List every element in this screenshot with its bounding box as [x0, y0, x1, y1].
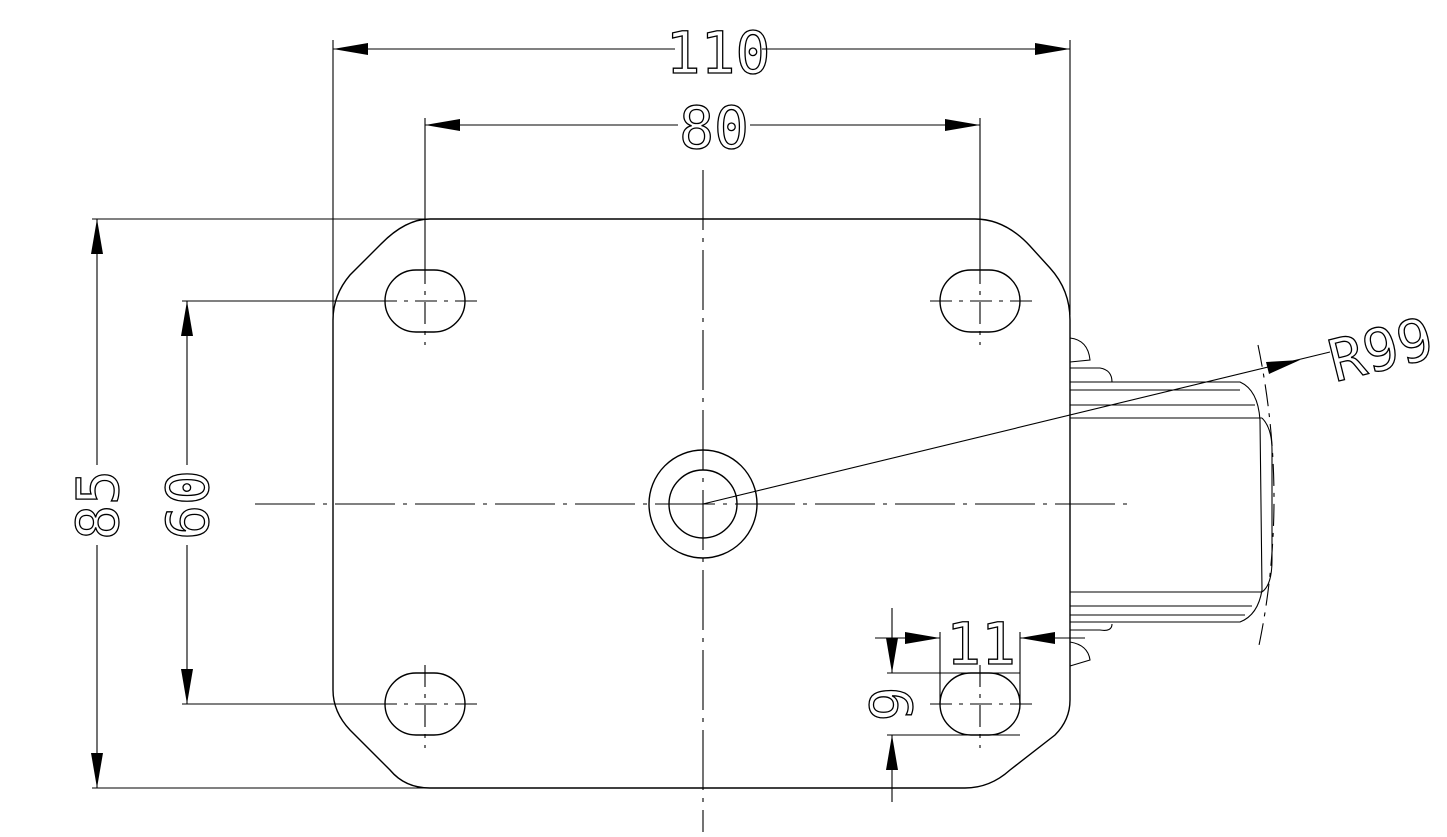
dimension-overall-height — [91, 218, 430, 789]
dimension-hole-spacing-height — [181, 300, 385, 705]
dimension-label-overall-width: 110 — [666, 19, 771, 87]
dimension-label-hole-spacing-width: 80 — [679, 94, 749, 162]
dimension-label-overall-height: 85 — [64, 470, 132, 540]
dimension-label-hole-spacing-height: 60 — [154, 470, 222, 540]
dimension-slot-length — [875, 632, 1085, 704]
slot-hole-top-right — [930, 262, 1033, 345]
dimension-slot-width — [886, 608, 1020, 802]
slot-hole-top-left — [375, 262, 478, 345]
center-bore-inner — [668, 469, 738, 539]
dimension-label-slot-width: 9 — [858, 687, 926, 722]
dimension-hole-spacing-width — [424, 118, 981, 262]
slot-hole-bottom-left — [375, 665, 478, 748]
wheel-side-view — [1069, 337, 1275, 667]
dimension-wheel-radius — [702, 351, 1331, 505]
dimension-label-wheel-radius: R99 — [1322, 304, 1440, 395]
dimension-overall-width — [332, 40, 1071, 320]
dimension-label-slot-length: 11 — [946, 610, 1016, 678]
center-bore-outer — [648, 449, 758, 559]
mounting-plate-outline — [332, 218, 1071, 789]
